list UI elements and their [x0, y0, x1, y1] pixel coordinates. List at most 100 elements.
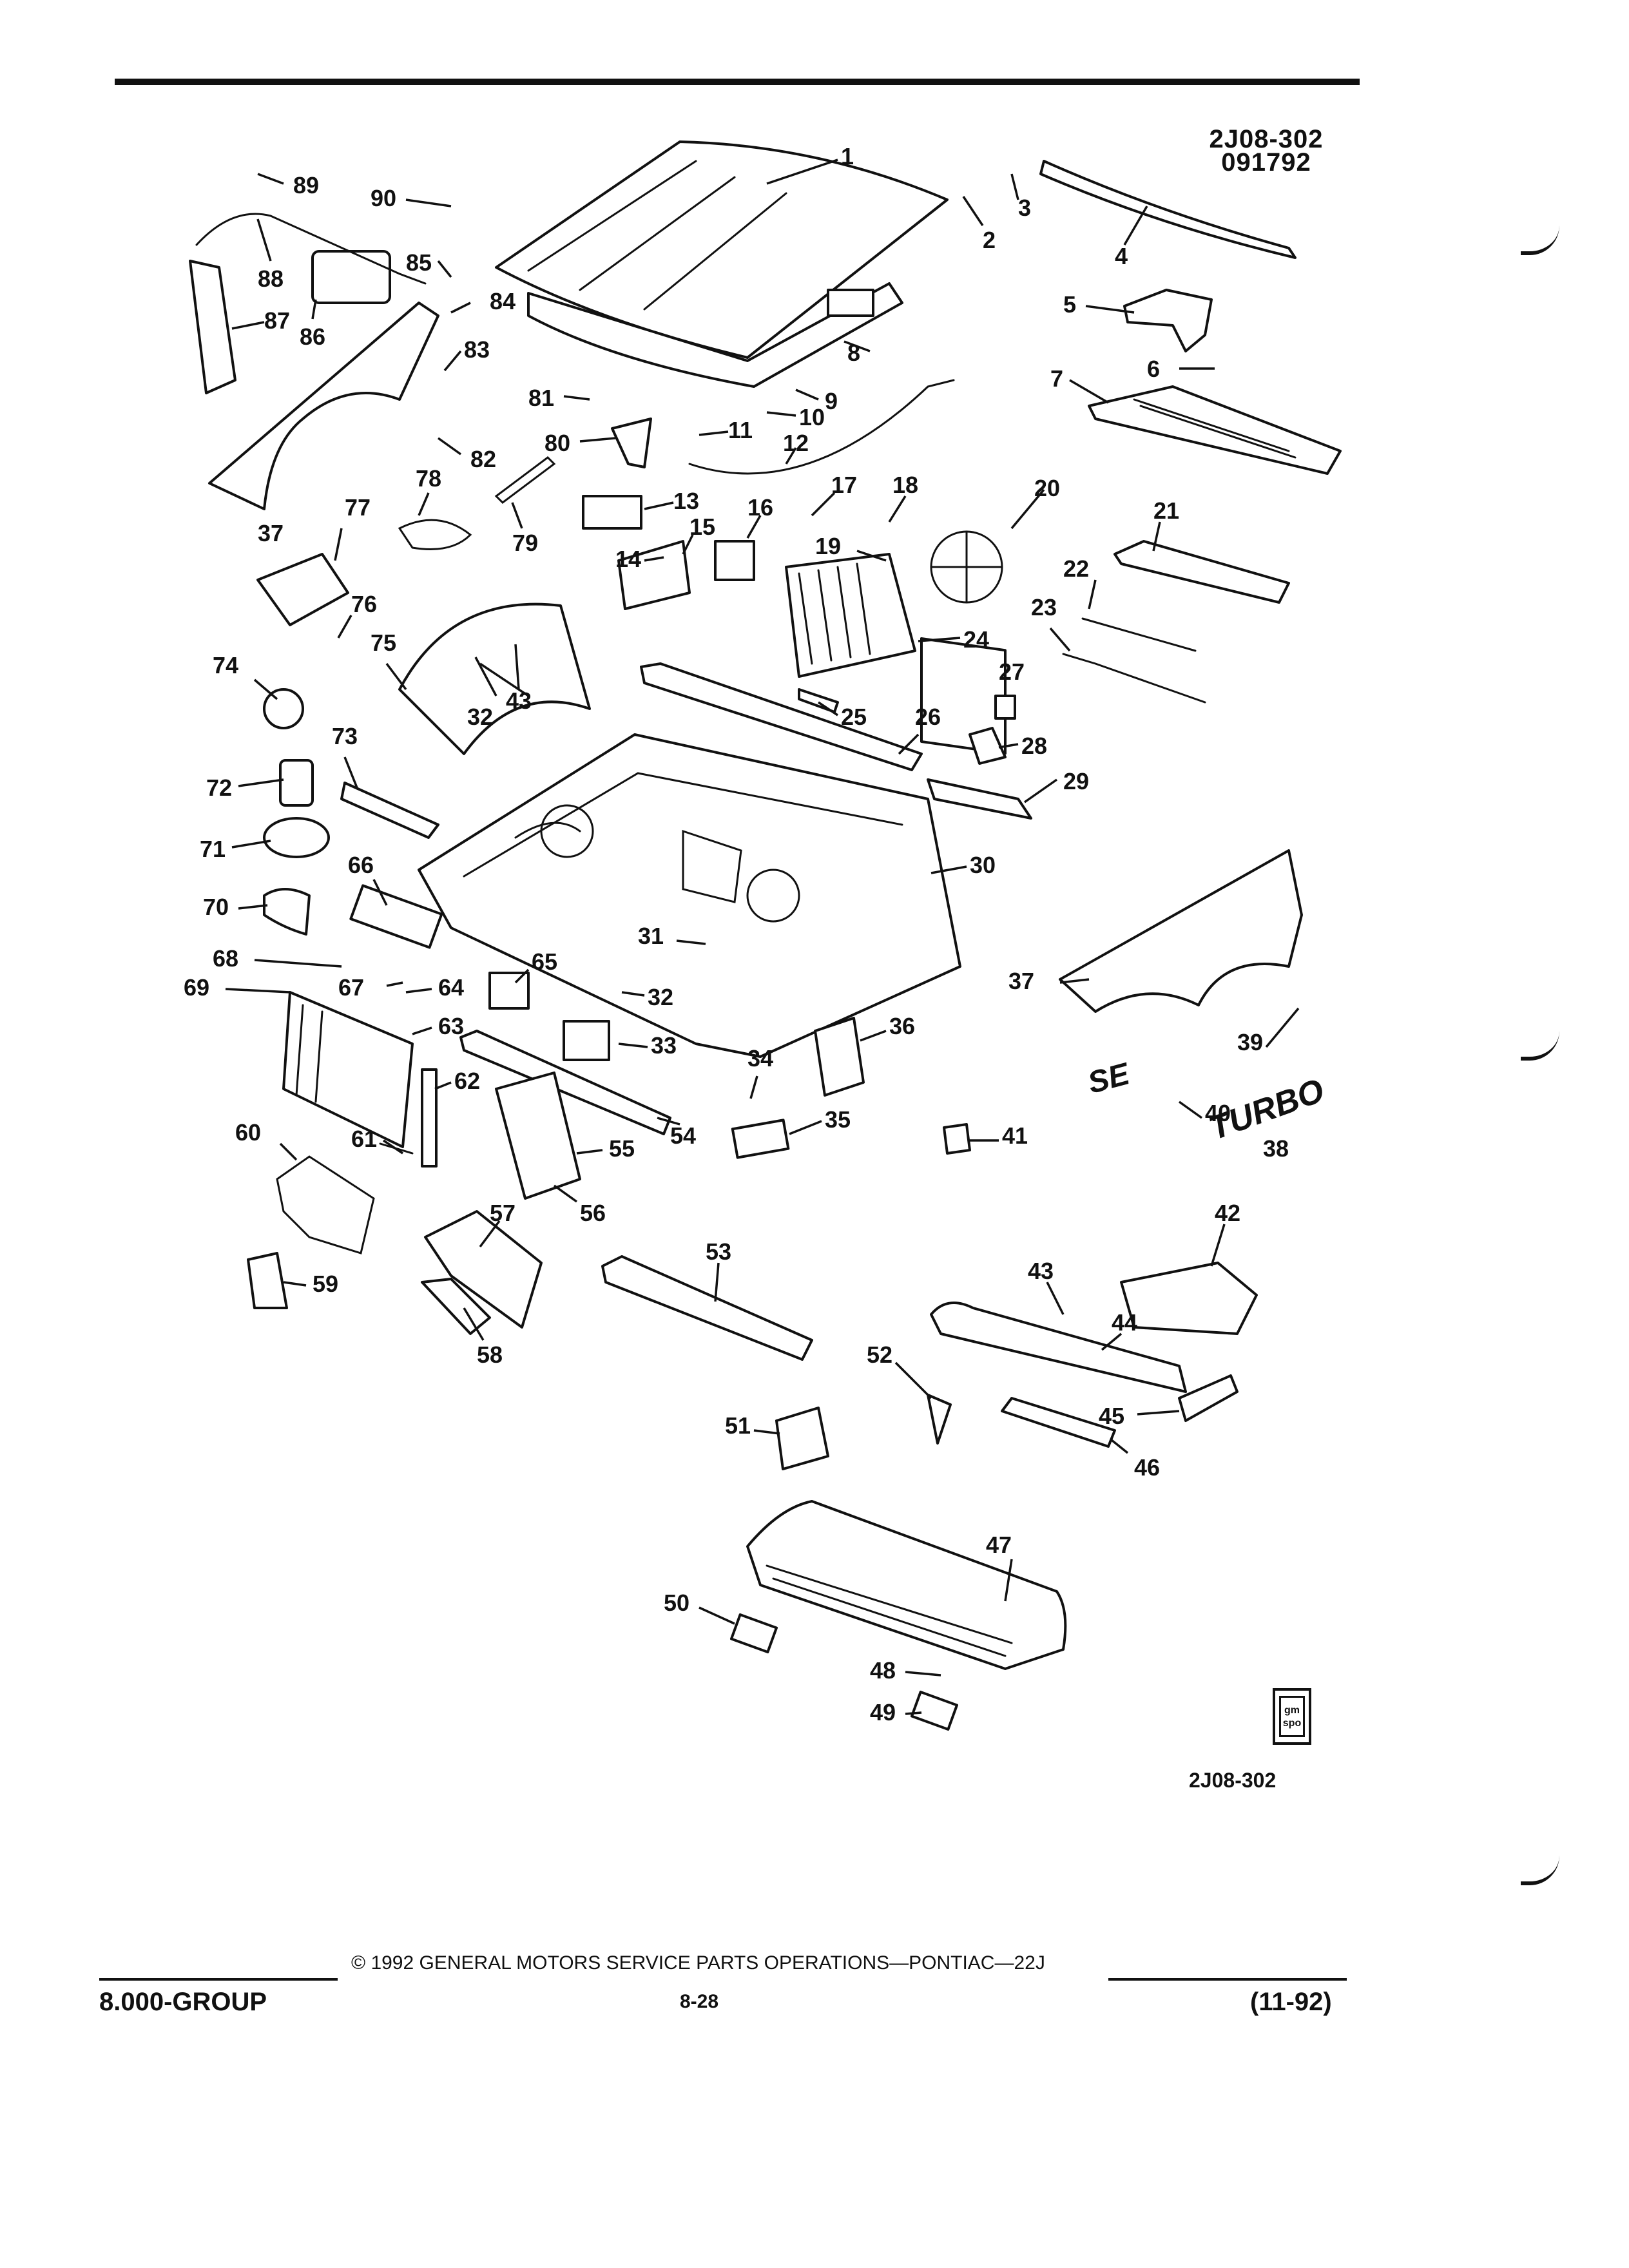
part-33-latch — [563, 1020, 610, 1061]
part-label: 33 — [651, 1032, 677, 1059]
part-label: 72 — [206, 774, 232, 801]
part-label: 56 — [580, 1200, 606, 1226]
hinge-bracket — [1123, 289, 1213, 352]
part-label: 90 — [371, 185, 396, 211]
diagram-code: 2J08-302 — [1189, 1769, 1277, 1792]
part-label: 70 — [203, 894, 229, 920]
part-label: 52 — [867, 1341, 892, 1368]
header-date-code: 091792 — [1221, 148, 1311, 177]
footer-rule-right — [1108, 1978, 1347, 1981]
gm-spo-logo: gm spo — [1273, 1688, 1311, 1745]
part-label: 29 — [1063, 768, 1089, 794]
part-label: 74 — [213, 652, 238, 678]
gm-spo-logo-text: gm spo — [1279, 1696, 1305, 1737]
part-label: 37 — [258, 520, 284, 546]
part-35-bracket — [731, 1119, 790, 1159]
top-rule — [115, 79, 1360, 85]
part-label: 50 — [664, 1590, 689, 1616]
part-15-reservoir — [617, 540, 691, 610]
part-label: 10 — [799, 404, 825, 430]
headlamp-housing — [1120, 1262, 1258, 1335]
part-label: 32 — [648, 984, 673, 1010]
part-label: 39 — [1237, 1029, 1263, 1055]
part-label: 61 — [351, 1126, 377, 1152]
part-29-bracket — [927, 778, 1032, 820]
air-baffle — [495, 1072, 581, 1200]
splash-shield — [189, 260, 236, 394]
se-emblem: SE — [1084, 1057, 1134, 1100]
part-label: 48 — [870, 1657, 896, 1684]
part-77-duct — [256, 553, 349, 626]
part-65-bracket — [488, 972, 530, 1010]
part-58-bracket — [421, 1278, 491, 1335]
footer-rule-left — [99, 1978, 338, 1981]
fan-shroud — [920, 530, 1007, 755]
part-72-canister — [279, 759, 314, 807]
part-label: 43 — [506, 687, 532, 714]
part-label: 57 — [490, 1200, 516, 1226]
headlamp-assembly — [930, 1302, 1187, 1393]
header-code: 2J08-302 — [1209, 125, 1324, 153]
fascia-bracket-51 — [775, 1407, 829, 1470]
part-25-seal — [798, 688, 839, 713]
part-label: 18 — [892, 472, 918, 498]
part-label: 68 — [213, 945, 238, 972]
part-label: 28 — [1021, 733, 1047, 759]
hood-prop-rod — [1081, 617, 1197, 652]
part-label: 59 — [313, 1271, 338, 1297]
park-lamp — [1001, 1397, 1116, 1448]
part-label: 42 — [1215, 1200, 1240, 1226]
part-label: 64 — [438, 974, 464, 1001]
part-label: 54 — [670, 1122, 696, 1149]
part-label: 47 — [986, 1532, 1012, 1558]
revision-date: (11-92) — [1250, 1988, 1332, 2016]
part-label: 66 — [348, 852, 374, 878]
cowl-panel — [1113, 540, 1290, 604]
part-label: 37 — [1008, 968, 1034, 994]
part-label: 85 — [406, 249, 432, 276]
part-label: 55 — [609, 1135, 635, 1162]
part-74-clamp — [263, 688, 304, 729]
part-label: 31 — [638, 923, 664, 949]
binding-mark — [1521, 226, 1559, 255]
part-label: 41 — [1002, 1122, 1028, 1149]
part-label: 58 — [477, 1341, 503, 1368]
mounting-bracket-60 — [276, 1155, 375, 1254]
support-bracket-57 — [424, 1210, 543, 1329]
part-label: 7 — [1050, 365, 1063, 392]
fender-left — [208, 302, 439, 510]
part-label: 84 — [490, 288, 516, 314]
hood-release-cable — [688, 379, 955, 475]
part-label: 3 — [1018, 195, 1031, 221]
part-73-shield — [340, 782, 439, 839]
part-28-pad — [969, 727, 1007, 765]
part-label: 9 — [825, 388, 838, 414]
leader-lines — [225, 159, 1300, 1715]
part-label: 24 — [963, 626, 989, 653]
radiator-lower — [282, 991, 414, 1148]
part-label: 63 — [438, 1013, 464, 1039]
part-label: 67 — [338, 974, 364, 1001]
part-label: 1 — [841, 143, 854, 169]
filler-panel — [601, 1255, 813, 1361]
binding-mark — [1521, 1031, 1559, 1061]
part-label: 30 — [970, 852, 996, 878]
part-label: 12 — [783, 430, 809, 456]
part-label: 89 — [293, 172, 319, 198]
part-label: 43 — [1028, 1258, 1054, 1284]
radiator-upper — [785, 553, 916, 678]
copyright: © 1992 GENERAL MOTORS SERVICE PARTS OPER… — [351, 1952, 1045, 1974]
radiator-support-bar — [640, 662, 923, 771]
part-label: 45 — [1099, 1403, 1124, 1429]
part-label: 82 — [470, 446, 496, 472]
page-number: 8-28 — [680, 1991, 719, 2012]
hood-seal — [1039, 160, 1296, 259]
part-label: 65 — [532, 948, 557, 975]
part-label: 86 — [300, 323, 325, 350]
part-label: 5 — [1063, 291, 1076, 318]
lower-tie-bar — [459, 1030, 671, 1135]
part-62-strip — [421, 1068, 438, 1168]
part-label: 79 — [512, 530, 538, 556]
part-label: 49 — [870, 1699, 896, 1725]
part-label: 51 — [725, 1412, 751, 1439]
